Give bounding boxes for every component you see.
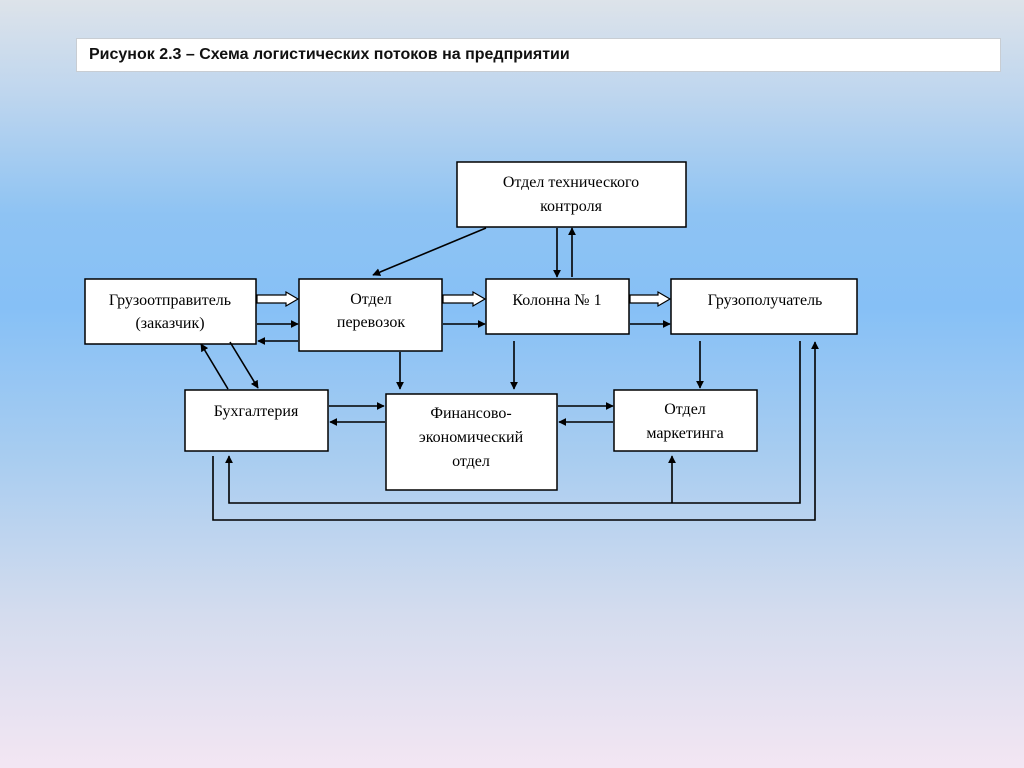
box-label-line: маркетинга <box>646 425 723 442</box>
arrow-receiver-to-accounting <box>225 341 801 504</box>
box-accounting: Бухгалтерия <box>184 389 329 452</box>
arrow-accounting-to-shipper <box>200 343 229 390</box>
box-label-line: перевозок <box>337 314 405 331</box>
box-technical-control: Отдел технического контроля <box>456 161 687 228</box>
page-title: Рисунок 2.3 – Схема логистических потоко… <box>89 46 570 63</box>
box-finance-economic: Финансово- экономический отдел <box>385 393 558 491</box>
box-label-line: Бухгалтерия <box>214 403 299 420</box>
box-label-line: контроля <box>540 198 602 215</box>
material-flow-arrows <box>256 290 672 308</box>
box-label-line: Отдел <box>664 401 706 418</box>
box-column-1: Колонна № 1 <box>485 278 630 335</box>
title-bar: Рисунок 2.3 – Схема логистических потоко… <box>76 38 1001 72</box>
box-shipper: Грузоотправитель (заказчик) <box>84 278 257 345</box>
box-label-line: отдел <box>452 453 490 470</box>
box-receiver: Грузополучатель <box>670 278 858 335</box>
box-label-line: Отдел <box>350 291 392 308</box>
box-marketing: Отдел маркетинга <box>613 389 758 452</box>
arrow-accounting-to-receiver <box>212 341 819 521</box>
arrow-shipper-to-accounting <box>229 341 259 389</box>
arrow-otk-to-transport <box>372 227 487 276</box>
box-label-line: Грузоотправитель <box>109 292 231 309</box>
hollow-arrow-transport-to-column <box>442 290 487 308</box>
information-flow-arrows <box>200 227 819 521</box>
box-label-line: (заказчик) <box>135 315 204 332</box>
box-label-line: Отдел технического <box>503 174 639 191</box>
box-label-line: Колонна № 1 <box>512 292 601 309</box>
hollow-arrow-shipper-to-transport <box>256 290 300 308</box>
hollow-arrow-column-to-receiver <box>629 290 672 308</box>
box-label-line: Финансово- <box>430 405 511 422</box>
box-label-line: Грузополучатель <box>708 292 823 309</box>
box-transport-department: Отдел перевозок <box>298 278 443 352</box>
box-label-line: экономический <box>419 429 524 446</box>
